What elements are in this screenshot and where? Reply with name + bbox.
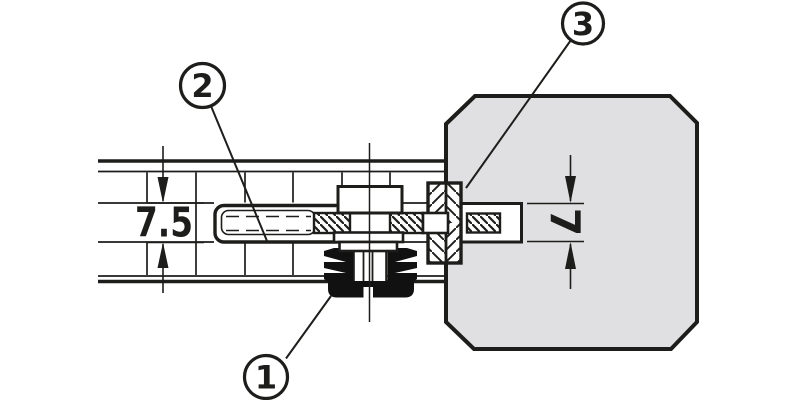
washer xyxy=(338,240,399,253)
callout-2-number: 2 xyxy=(191,67,213,105)
callout-1-number: 1 xyxy=(255,359,277,397)
leader-line-3 xyxy=(465,39,572,189)
arrow-down-icon xyxy=(565,176,576,203)
leader-line-1 xyxy=(285,295,332,360)
right-panel xyxy=(444,94,699,351)
collar xyxy=(332,231,405,244)
callout-1: 1 xyxy=(242,353,290,400)
arrow-up-icon xyxy=(565,242,576,269)
dimension-right-value: 7 xyxy=(541,208,589,237)
dimension-7-5: 7.5 xyxy=(135,146,204,293)
arrow-down-icon xyxy=(157,177,169,203)
callout-3: 3 xyxy=(560,1,606,46)
callout-3-number: 3 xyxy=(572,5,594,43)
expansion-sleeve-part1 xyxy=(324,248,417,298)
leader-line-2 xyxy=(210,105,268,242)
bolt-bore-window xyxy=(421,211,450,235)
arrow-up-icon xyxy=(157,242,169,268)
dimension-left-value: 7.5 xyxy=(135,199,193,247)
callout-2: 2 xyxy=(178,61,227,110)
leader-lines xyxy=(210,39,572,360)
connector-bolt-shaft xyxy=(312,211,502,235)
dimension-7: 7 xyxy=(527,155,589,289)
